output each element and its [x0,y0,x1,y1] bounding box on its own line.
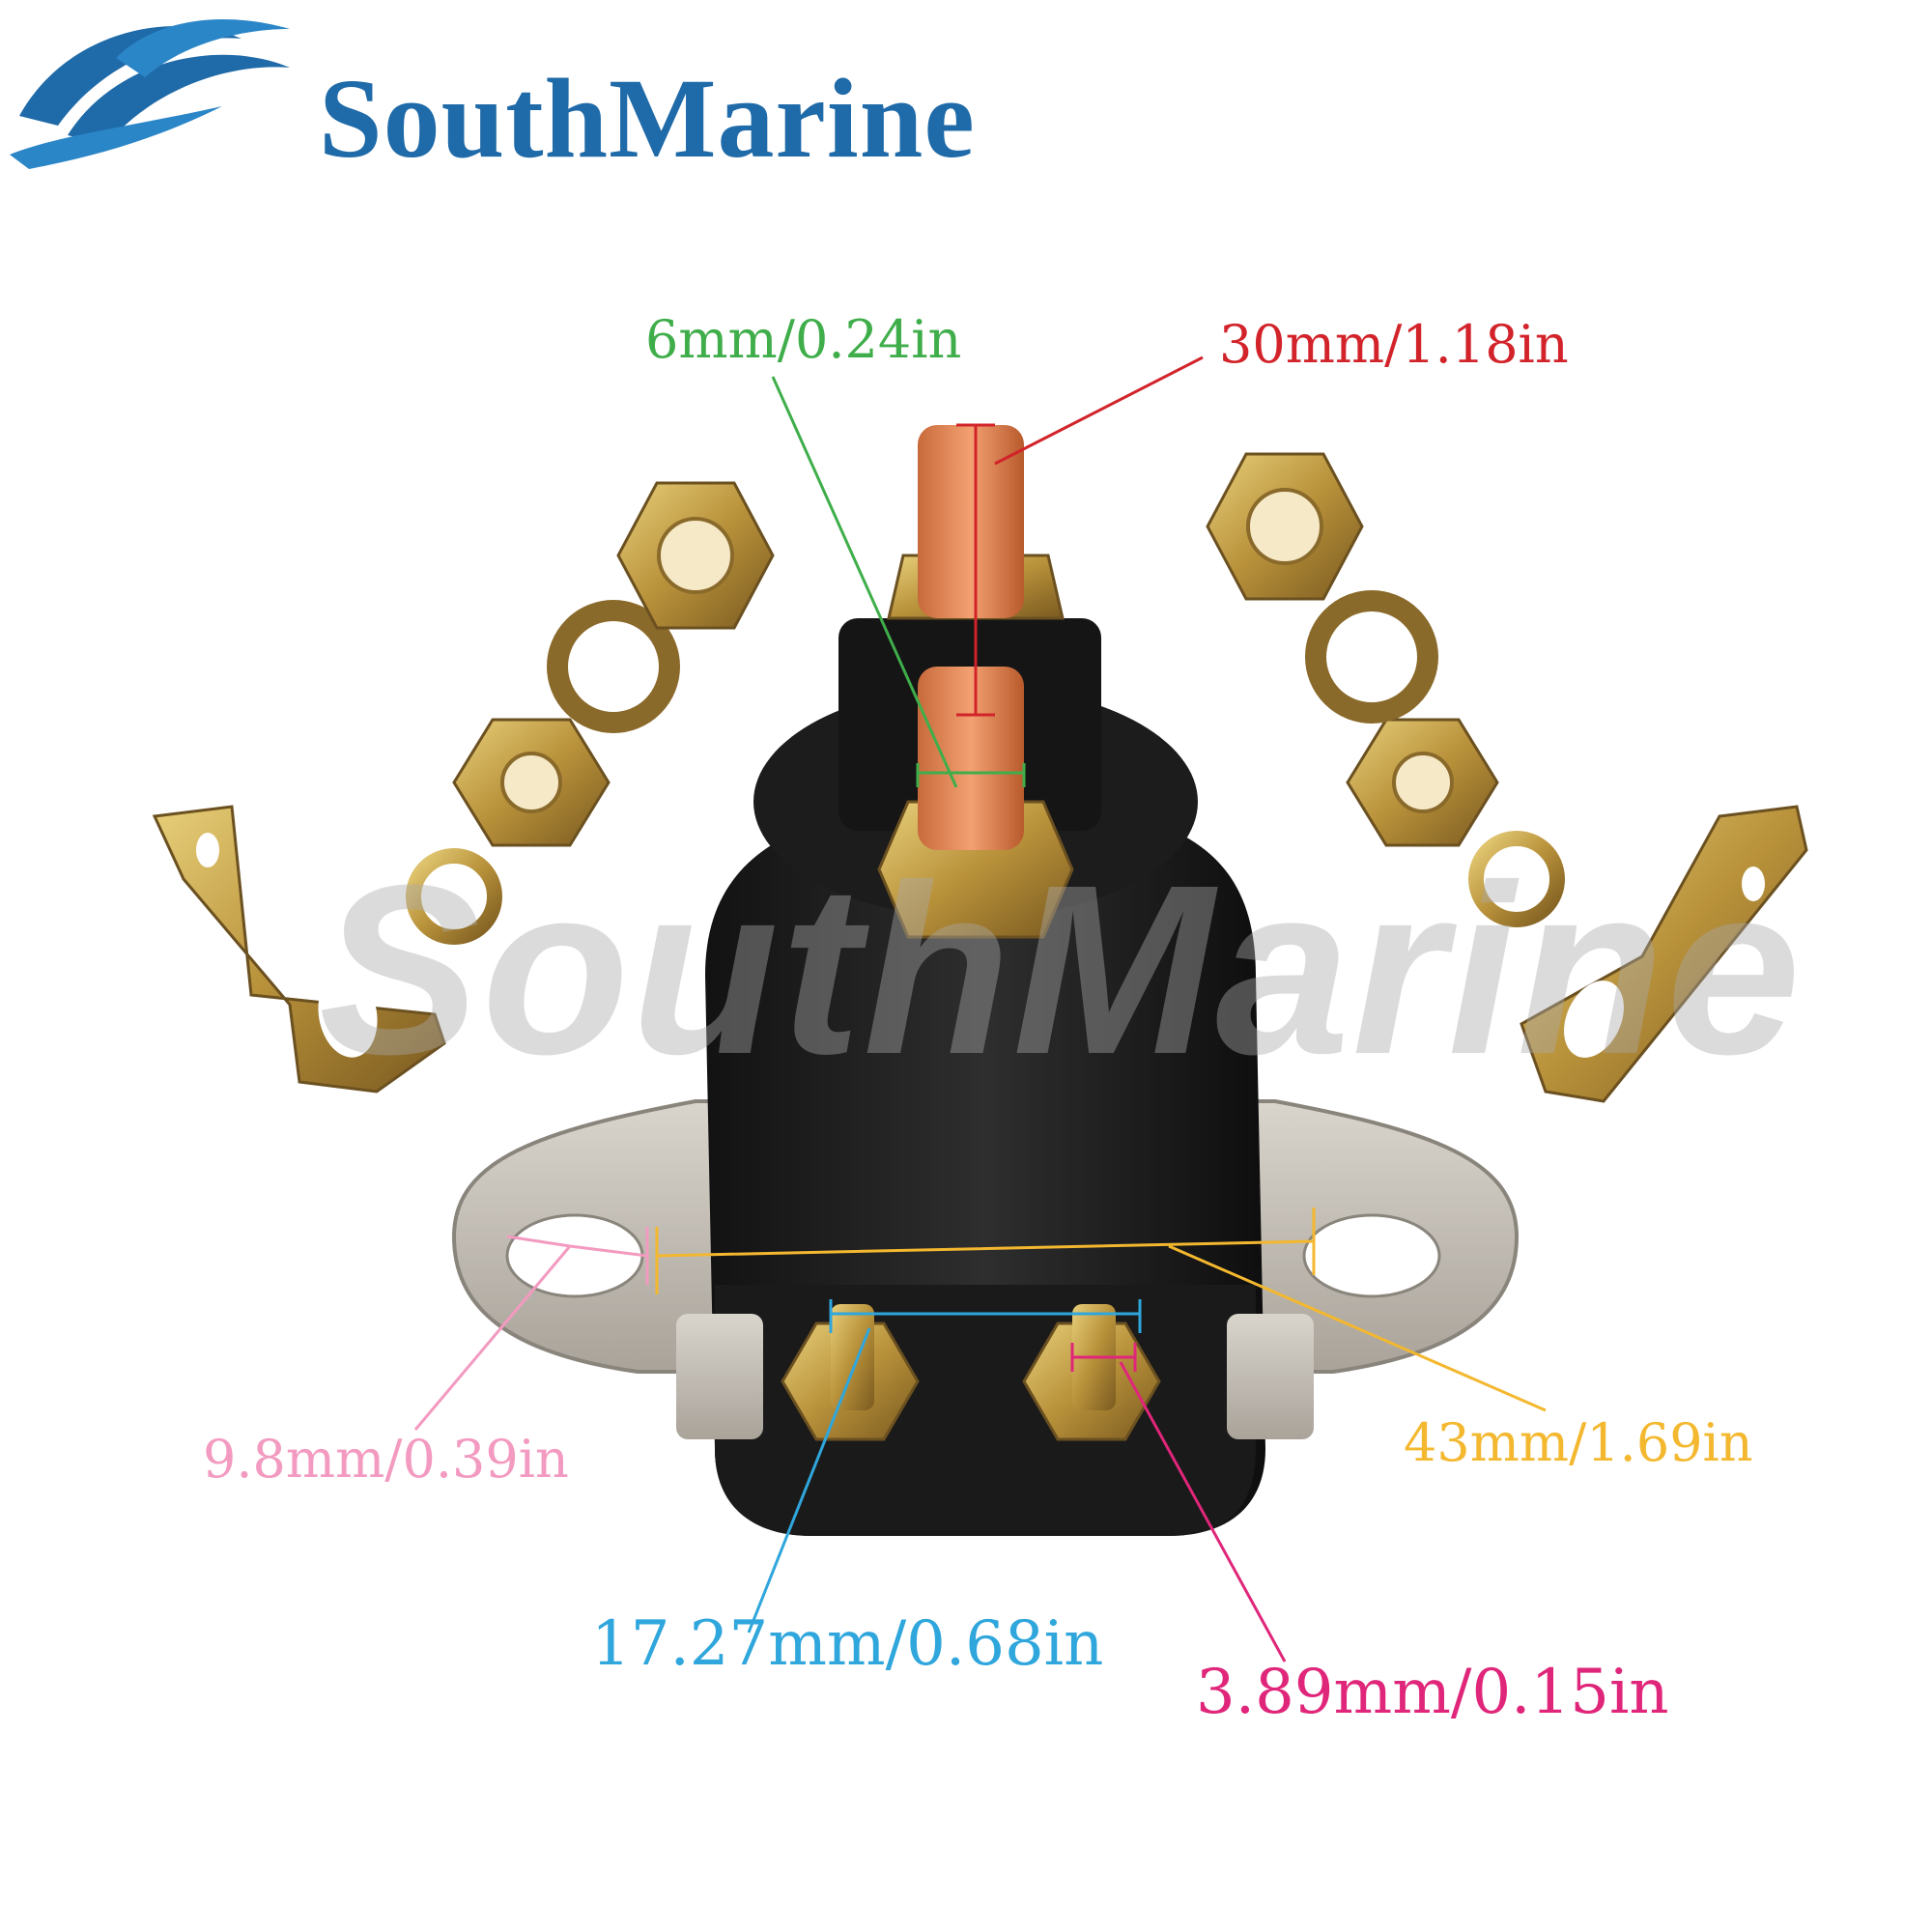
right-hardware [1206,452,1808,1103]
left-hardware [152,481,775,1094]
wave-logo-icon [10,19,290,169]
brand-name: SouthMarine [319,55,976,182]
mount-width-label: 43mm/1.69in [1404,1412,1753,1473]
hole-width-label: 9.8mm/0.39in [203,1429,569,1490]
terminal-spacing-label: 17.27mm/0.68in [591,1608,1104,1680]
watermark: SouthMarine [319,835,1803,1104]
stud-diameter-label: 6mm/0.24in [645,309,962,370]
terminal-diameter-label: 3.89mm/0.15in [1196,1657,1669,1728]
stud-length-label: 30mm/1.18in [1219,314,1569,375]
